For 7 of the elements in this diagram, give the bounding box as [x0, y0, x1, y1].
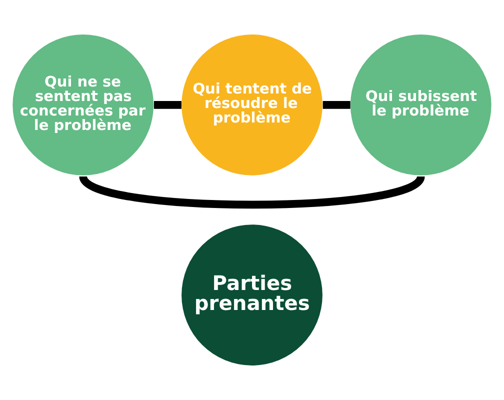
node-circle: Qui ne se sentent pas concernées par le problème	[12, 34, 154, 176]
connector	[80, 174, 424, 209]
node-circle: Qui subissent le problème	[350, 34, 492, 176]
connector	[322, 101, 350, 109]
node-circle: Parties prenantes	[182, 224, 322, 366]
node-circle: Qui tentent de résoudre le problème	[182, 34, 322, 176]
connector	[154, 101, 182, 109]
